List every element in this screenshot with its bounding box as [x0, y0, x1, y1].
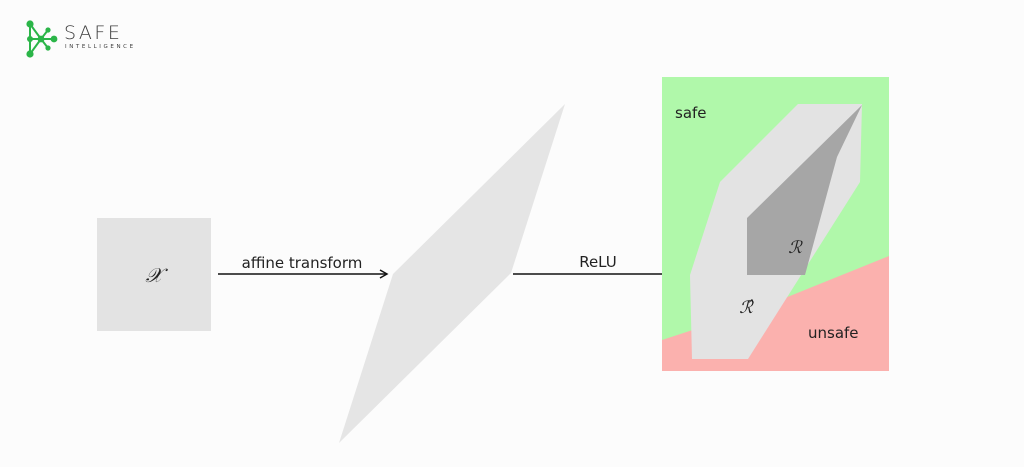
relu-label: ReLU: [579, 253, 617, 271]
network-nodes-icon: [26, 20, 58, 58]
overapproximation-label: ℛ̂: [739, 298, 755, 318]
safe-label: safe: [675, 104, 707, 122]
reachable-set-region: [747, 105, 862, 275]
transformed-set-parallelogram: [339, 104, 565, 443]
safe-intelligence-logo[interactable]: SAFE INTELLIGENCE: [24, 18, 164, 62]
affine-transform-label: affine transform: [242, 254, 363, 272]
input-set-square: [97, 218, 211, 331]
logo-tagline: INTELLIGENCE: [65, 44, 136, 50]
logo-wordmark: SAFE INTELLIGENCE: [64, 23, 136, 51]
reachable-set-label: ℛ: [788, 238, 803, 258]
logo-name: SAFE: [64, 22, 123, 44]
unsafe-label: unsafe: [808, 324, 859, 342]
